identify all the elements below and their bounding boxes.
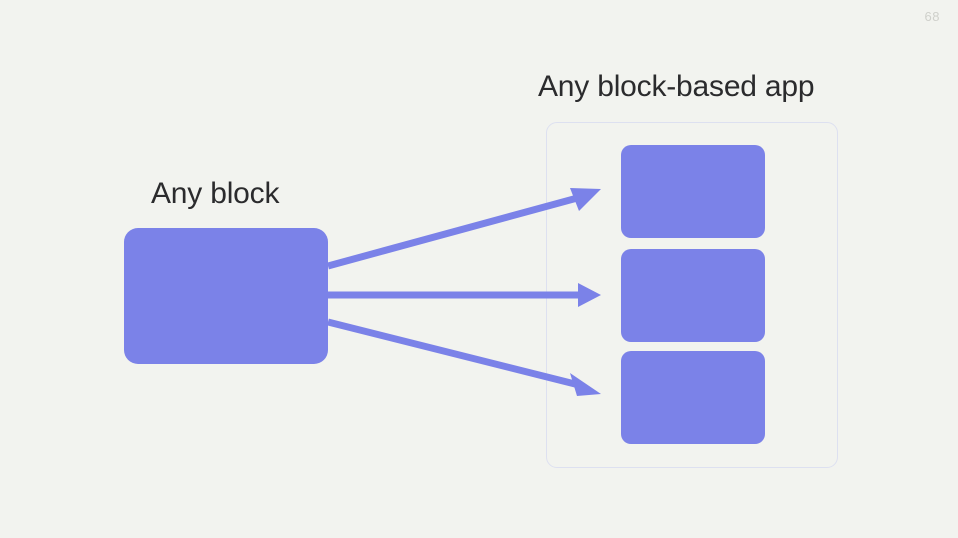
source-block-label: Any block bbox=[151, 177, 280, 210]
app-block-3-shape bbox=[621, 351, 765, 444]
app-container-title: Any block-based app bbox=[538, 70, 815, 103]
page-number: 68 bbox=[924, 9, 940, 24]
any-block-shape bbox=[124, 228, 328, 364]
app-block-1-shape bbox=[621, 145, 765, 238]
app-block-2-shape bbox=[621, 249, 765, 342]
